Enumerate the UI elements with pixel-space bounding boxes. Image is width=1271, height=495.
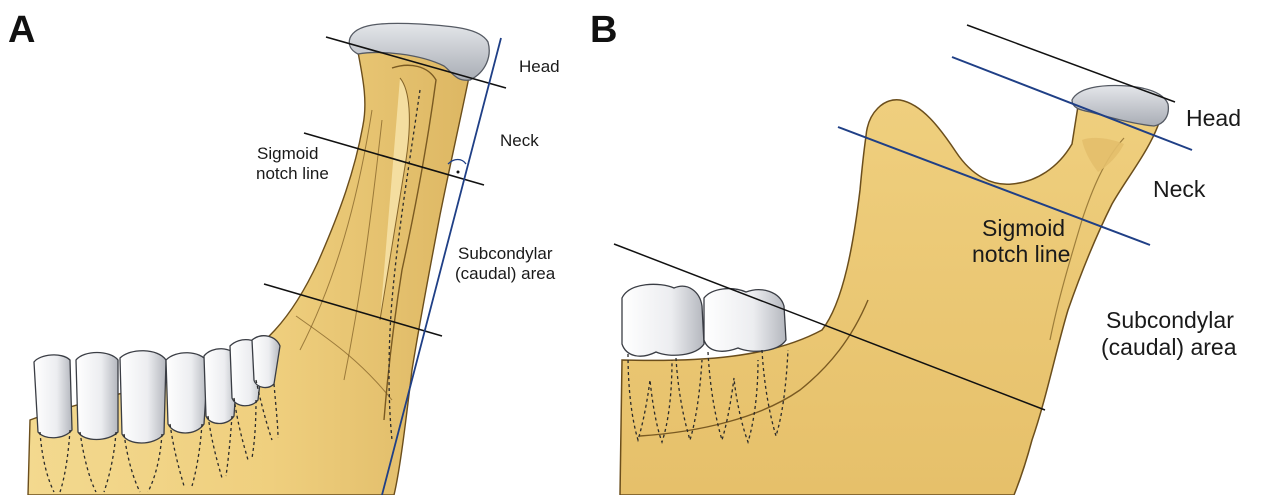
panel-a-angle-dot (457, 171, 460, 174)
panel-a-label-head: Head (519, 57, 560, 76)
panel-b-label-subcondylar-1: Subcondylar (1106, 307, 1234, 333)
panel-b-label-sigmoid-2: notch line (972, 241, 1070, 267)
panel-a-label-subcondylar-1: Subcondylar (458, 244, 553, 263)
panel-b: B Head Neck Sigmoid notch line (590, 9, 1241, 495)
panel-a-letter: A (8, 9, 35, 51)
panel-b-label-subcondylar-2: (caudal) area (1101, 334, 1237, 360)
panel-b-top-black-line (967, 25, 1175, 102)
panel-b-label-sigmoid-1: Sigmoid (982, 215, 1065, 241)
panel-a: A (8, 9, 560, 495)
panel-b-label-neck: Neck (1153, 176, 1206, 202)
panel-b-mandible-bone (620, 100, 1160, 495)
panel-a-label-sigmoid-2: notch line (256, 164, 329, 183)
panel-b-letter: B (590, 9, 617, 51)
panel-a-label-neck: Neck (500, 131, 539, 150)
panel-a-label-sigmoid-1: Sigmoid (257, 144, 318, 163)
panel-a-label-subcondylar-2: (caudal) area (455, 264, 556, 283)
panel-b-label-head: Head (1186, 105, 1241, 131)
